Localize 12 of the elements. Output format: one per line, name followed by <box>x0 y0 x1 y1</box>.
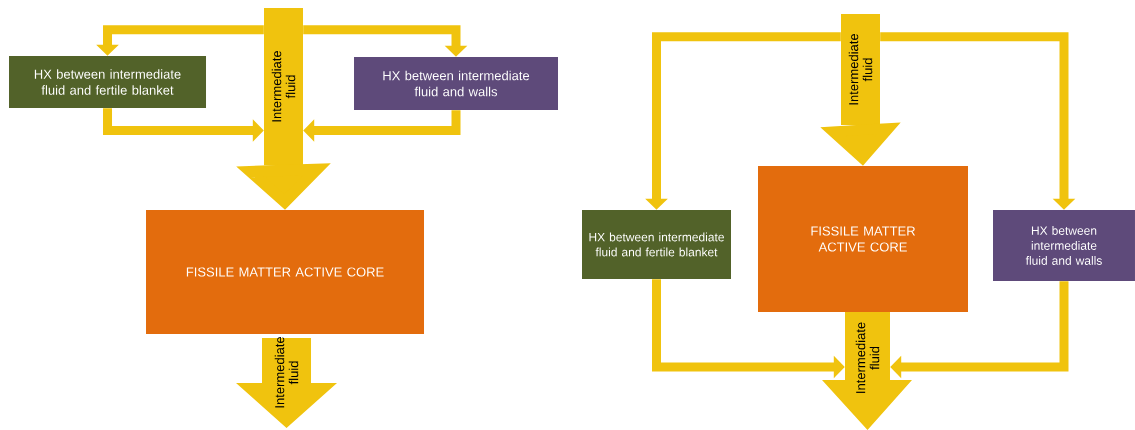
process-box: HX between intermediate fluid and fertile blanket <box>582 210 731 279</box>
process-box: FISSILE MATTER ACTIVE CORE <box>146 210 424 334</box>
arrow <box>890 281 1069 379</box>
process-box: FISSILE MATTER ACTIVE CORE <box>758 166 968 312</box>
process-box: HX between intermediate fluid and fertile blanket <box>9 56 206 108</box>
process-box: HX between intermediate fluid and walls <box>354 57 558 110</box>
arrow <box>303 25 468 57</box>
node-label: Intermediate fluid <box>848 33 873 105</box>
arrow <box>880 32 1076 210</box>
node-label: Intermediate fluid <box>271 50 296 122</box>
arrow <box>303 110 461 142</box>
process-box: HX between intermediate fluid and walls <box>993 210 1135 281</box>
